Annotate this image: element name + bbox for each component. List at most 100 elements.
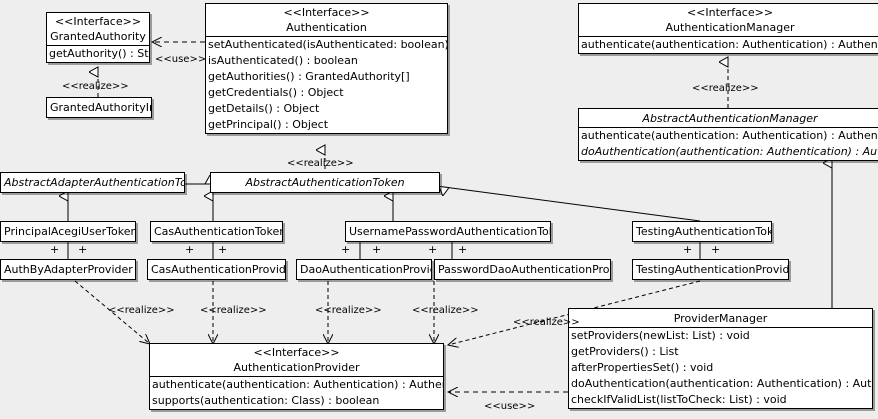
class-granted-authority[interactable]: <<Interface>> GrantedAuthority getAuthor… xyxy=(46,12,150,63)
class-name: AbstractAuthenticationToken xyxy=(245,176,405,189)
operation: authenticate(authentication: Authenticat… xyxy=(581,129,878,142)
operation: doAuthentication(authentication: Authent… xyxy=(581,145,878,158)
class-authentication-provider[interactable]: <<Interface>> AuthenticationProvider aut… xyxy=(149,343,444,410)
operation: getDetails() : Object xyxy=(208,102,320,115)
operation: isAuthenticated() : boolean xyxy=(208,54,358,67)
operations-compartment: authenticate(authentication: Authenticat… xyxy=(150,377,443,409)
class-granted-authority-impl[interactable]: GrantedAuthorityImpl xyxy=(46,97,152,118)
edge-label-realize-cas-provider: <<realize>> xyxy=(200,305,267,316)
class-dao-authentication-provider[interactable]: DaoAuthenticationProvider xyxy=(296,259,432,280)
multiplicity-username-b: + xyxy=(372,243,382,256)
edge-label-realize-abstract-auth-manager: <<realize>> xyxy=(692,83,759,94)
operation: getAuthorities() : GrantedAuthority[] xyxy=(208,70,410,83)
class-auth-by-adapter-provider[interactable]: AuthByAdapterProvider xyxy=(0,259,136,280)
multiplicity-username-a: + xyxy=(341,243,351,256)
multiplicity-principal-right: + xyxy=(78,243,88,256)
class-abstract-adapter-authentication-token[interactable]: AbstractAdapterAuthenticationToken xyxy=(0,172,185,193)
multiplicity-testing-right: + xyxy=(711,243,721,256)
class-header: <<Interface>> GrantedAuthority xyxy=(47,13,149,45)
operation: afterPropertiesSet() : void xyxy=(571,361,714,374)
operations-compartment: setProviders(newList: List) : void getPr… xyxy=(569,328,872,408)
class-name: AuthByAdapterProvider xyxy=(4,263,133,276)
class-testing-authentication-token[interactable]: TestingAuthenticationToken xyxy=(632,221,772,242)
compartment-divider xyxy=(206,36,447,37)
class-abstract-authentication-token[interactable]: AbstractAuthenticationToken xyxy=(210,172,440,193)
compartment-divider xyxy=(47,45,149,46)
multiplicity-username-c: + xyxy=(428,243,438,256)
stereotype-label: <<Interface>> xyxy=(283,6,370,19)
compartment-divider xyxy=(569,327,872,328)
operations-compartment: authenticate(authentication: Authenticat… xyxy=(579,128,878,160)
class-cas-authentication-token[interactable]: CasAuthenticationToken xyxy=(150,221,283,242)
class-header: AuthByAdapterProvider xyxy=(1,260,135,279)
edge-label-realize-dao-provider: <<realize>> xyxy=(315,305,382,316)
operation: getProviders() : List xyxy=(571,345,679,358)
class-name: AbstractAuthenticationManager xyxy=(642,112,818,125)
multiplicity-cas-left: + xyxy=(185,243,195,256)
operations-compartment: authenticate(authentication: Authenticat… xyxy=(579,37,878,53)
multiplicity-testing-left: + xyxy=(683,243,693,256)
class-header: GrantedAuthorityImpl xyxy=(47,98,151,117)
class-name: AuthenticationManager xyxy=(665,21,795,34)
class-name: CasAuthenticationProvider xyxy=(151,263,286,276)
class-name: DaoAuthenticationProvider xyxy=(300,263,431,276)
edge-label-use-provider-manager: <<use>> xyxy=(484,401,536,412)
class-name: TestingAuthenticationToken xyxy=(636,225,772,238)
class-name: PasswordDaoAuthenticationProvider xyxy=(438,263,610,276)
class-header: CasAuthenticationToken xyxy=(151,222,282,241)
class-provider-manager[interactable]: ProviderManager setProviders(newList: Li… xyxy=(568,308,873,409)
class-header: <<Interface>> AuthenticationProvider xyxy=(150,344,443,376)
class-name: Authentication xyxy=(286,21,367,34)
operation: getCredentials() : Object xyxy=(208,86,344,99)
class-authentication-manager[interactable]: <<Interface>> AuthenticationManager auth… xyxy=(578,3,878,54)
class-cas-authentication-provider[interactable]: CasAuthenticationProvider xyxy=(147,259,286,280)
stereotype-label: <<Interface>> xyxy=(54,15,142,28)
compartment-divider xyxy=(579,36,878,37)
class-header: PasswordDaoAuthenticationProvider xyxy=(435,260,610,279)
operation: getPrincipal() : Object xyxy=(208,118,329,131)
operation: authenticate(authentication: Authenticat… xyxy=(152,378,443,391)
class-header: CasAuthenticationProvider xyxy=(148,260,285,279)
multiplicity-cas-right: + xyxy=(218,243,228,256)
class-header: TestingAuthenticationToken xyxy=(633,222,771,241)
class-header: TestingAuthenticationProvider xyxy=(633,260,788,279)
class-name: UsernamePasswordAuthenticationToken xyxy=(349,225,551,238)
edge-label-realize-abstract-token: <<realize>> xyxy=(287,158,354,169)
class-username-password-authentication-token[interactable]: UsernamePasswordAuthenticationToken xyxy=(345,221,551,242)
class-header: <<Interface>> Authentication xyxy=(206,4,447,36)
class-name: PrincipalAcegiUserToken xyxy=(4,225,136,238)
class-testing-authentication-provider[interactable]: TestingAuthenticationProvider xyxy=(632,259,789,280)
operations-compartment: setAuthenticated(isAuthenticated: boolea… xyxy=(206,37,447,133)
edge-label-realize-testing-provider: <<realize>> xyxy=(513,317,580,328)
edge-label-use-granted-authority: <<use>> xyxy=(155,54,207,65)
operations-compartment: getAuthority() : String xyxy=(47,46,149,62)
class-header: DaoAuthenticationProvider xyxy=(297,260,431,279)
class-name: GrantedAuthorityImpl xyxy=(50,101,151,114)
class-password-dao-authentication-provider[interactable]: PasswordDaoAuthenticationProvider xyxy=(434,259,611,280)
operation: authenticate(authentication: Authenticat… xyxy=(581,38,878,51)
compartment-divider xyxy=(150,376,443,377)
stereotype-label: <<Interface>> xyxy=(686,6,774,19)
operation: getAuthority() : String xyxy=(49,47,149,60)
class-name: GrantedAuthority xyxy=(50,30,146,43)
class-header: UsernamePasswordAuthenticationToken xyxy=(346,222,550,241)
class-name: AbstractAdapterAuthenticationToken xyxy=(4,176,184,189)
class-header: ProviderManager xyxy=(569,309,872,327)
multiplicity-principal-left: + xyxy=(50,243,60,256)
operation: supports(authentication: Class) : boolea… xyxy=(152,394,380,407)
edge-label-realize-auth-by-adapter: <<realize>> xyxy=(108,305,175,316)
class-header: AbstractAuthenticationManager xyxy=(579,109,878,127)
class-name: AuthenticationProvider xyxy=(233,361,360,374)
operation: doAuthentication(authentication: Authent… xyxy=(571,377,872,390)
class-abstract-authentication-manager[interactable]: AbstractAuthenticationManager authentica… xyxy=(578,108,878,161)
multiplicity-username-d: + xyxy=(458,243,468,256)
class-authentication[interactable]: <<Interface>> Authentication setAuthenti… xyxy=(205,3,448,134)
class-header: <<Interface>> AuthenticationManager xyxy=(579,4,878,36)
class-header: PrincipalAcegiUserToken xyxy=(1,222,135,241)
class-principal-acegi-user-token[interactable]: PrincipalAcegiUserToken xyxy=(0,221,136,242)
edge-label-realize-password-dao-provider: <<realize>> xyxy=(412,305,479,316)
class-name: TestingAuthenticationProvider xyxy=(636,263,789,276)
operation: setAuthenticated(isAuthenticated: boolea… xyxy=(208,38,448,51)
class-header: AbstractAuthenticationToken xyxy=(211,173,439,192)
class-header: AbstractAdapterAuthenticationToken xyxy=(1,173,184,192)
